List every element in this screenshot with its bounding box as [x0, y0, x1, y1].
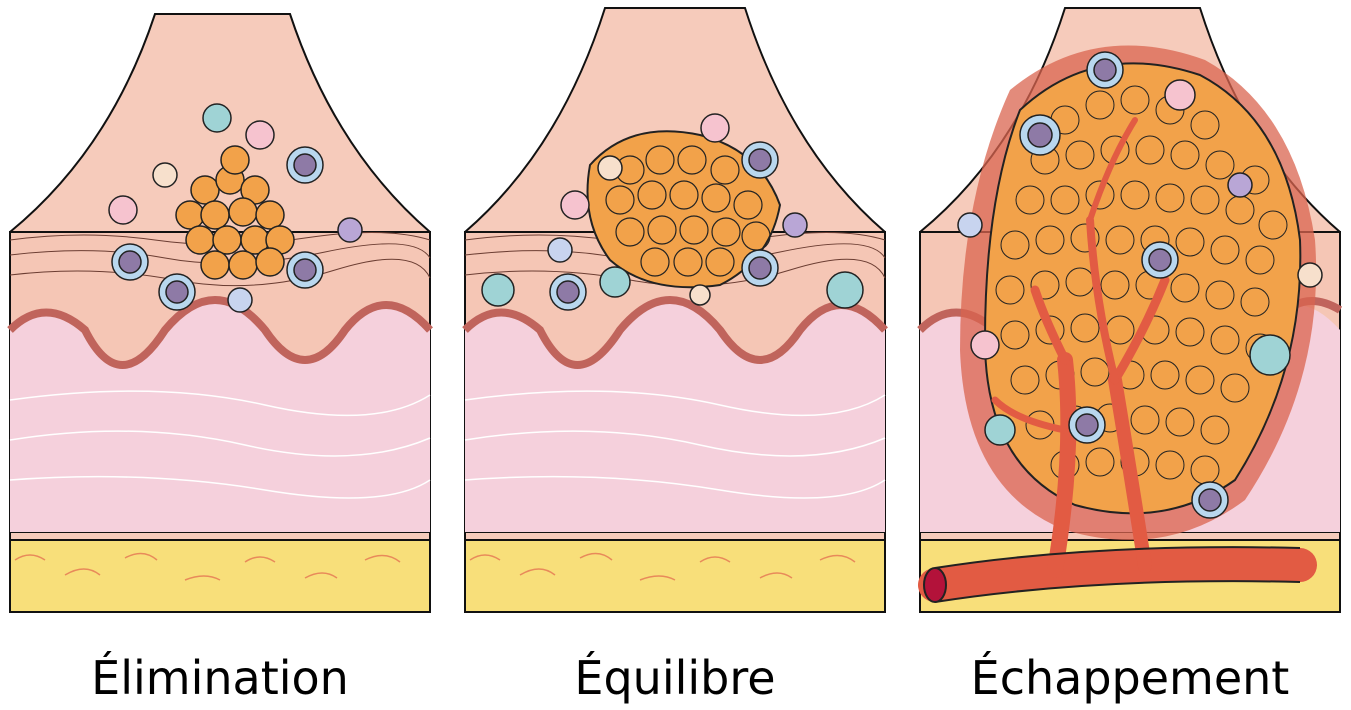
caption-escape: Échappement — [915, 655, 1345, 701]
escape-illustration — [915, 0, 1345, 620]
panel-elimination — [5, 0, 435, 620]
caption-elimination: Élimination — [5, 655, 435, 701]
caption-equilibrium: Équilibre — [460, 655, 890, 701]
panel-escape — [915, 0, 1345, 620]
panel-equilibrium — [460, 0, 890, 620]
equilibrium-illustration — [460, 0, 890, 620]
elimination-illustration — [5, 0, 435, 620]
